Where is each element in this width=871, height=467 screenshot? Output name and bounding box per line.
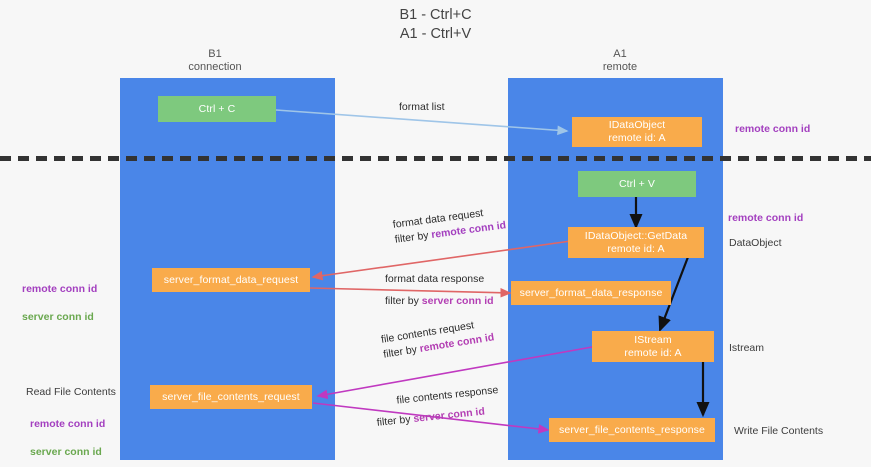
column-header-b1: B1 connection xyxy=(188,48,242,73)
note-read-file-contents: Read File Contents xyxy=(26,386,116,398)
flow-line-2-highlight: server conn id xyxy=(421,295,494,307)
note-conn-ids-format: remote conn id server conn id xyxy=(22,268,97,338)
box-server-format-data-request[interactable]: server_format_data_request xyxy=(152,268,310,292)
flow-line-2-prefix: filter by xyxy=(376,413,415,429)
flow-line-2-prefix: filter by xyxy=(385,295,422,307)
box-idataobject-getdata[interactable]: IDataObject::GetData remote id: A xyxy=(568,227,704,258)
note-remote-conn-id-top: remote conn id xyxy=(735,123,811,135)
flow-label-format-list: format list xyxy=(399,100,445,115)
flow-line-2-prefix: filter by xyxy=(394,229,433,246)
box-server-file-contents-request[interactable]: server_file_contents_request xyxy=(150,385,312,409)
note-server-conn-id-label: server conn id xyxy=(22,311,94,323)
divider-dashed xyxy=(0,156,871,161)
flow-line-2-highlight: server conn id xyxy=(412,405,486,425)
note-server-conn-id-label: server conn id xyxy=(30,446,102,458)
note-istream: Istream xyxy=(729,342,765,354)
note-write-file-contents: Write File Contents xyxy=(734,425,824,437)
flow-line-1: format list xyxy=(399,101,445,113)
note-remote-conn-id-label: remote conn id xyxy=(30,418,106,430)
flow-label-format-data-request: format data request filter by remote con… xyxy=(392,203,507,247)
note-conn-ids-file: remote conn id server conn id xyxy=(30,403,105,467)
note-remote-conn-id-mid: remote conn id xyxy=(728,212,804,224)
flow-label-file-contents-request: file contents request filter by remote c… xyxy=(380,315,495,362)
box-server-format-data-response[interactable]: server_format_data_response xyxy=(511,281,671,305)
flow-line-1: format data response xyxy=(385,273,485,285)
column-header-a1: A1 remote xyxy=(602,48,638,73)
box-idataobject[interactable]: IDataObject remote id: A xyxy=(572,117,702,147)
note-dataobject: DataObject xyxy=(729,237,782,249)
box-server-file-contents-response[interactable]: server_file_contents_response xyxy=(549,418,715,442)
flow-label-format-data-response: format data response filter by server co… xyxy=(385,272,494,309)
box-istream[interactable]: IStream remote id: A xyxy=(592,331,714,362)
page-title: B1 - Ctrl+C A1 - Ctrl+V xyxy=(399,7,472,42)
note-remote-conn-id-label: remote conn id xyxy=(22,283,98,295)
box-ctrl-c[interactable]: Ctrl + C xyxy=(158,96,276,122)
box-ctrl-v[interactable]: Ctrl + V xyxy=(578,171,696,197)
flow-label-file-contents-response: file contents response filter by server … xyxy=(374,383,501,431)
